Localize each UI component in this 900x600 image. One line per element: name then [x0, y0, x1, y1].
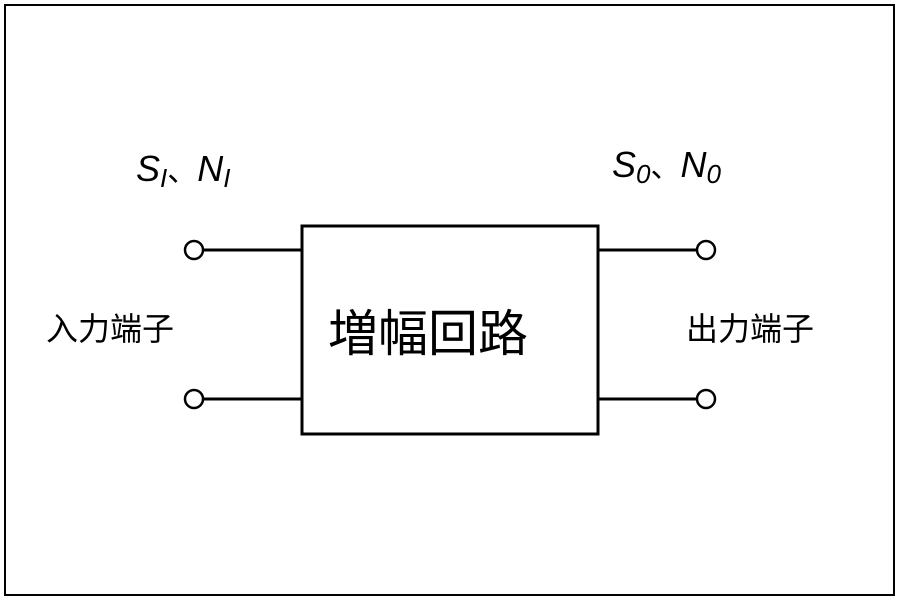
input-signal-subscript: I: [160, 163, 168, 193]
output-noise-subscript: 0: [706, 159, 721, 189]
output-terminal-bottom: [695, 388, 717, 410]
input-separator: 、: [167, 154, 198, 189]
amplifier-box: [300, 224, 600, 436]
output-signal-symbol: S: [612, 144, 637, 185]
output-signal-subscript: 0: [636, 159, 651, 189]
input-terminal-label: 入力端子: [46, 310, 175, 348]
input-terminal-top: [183, 239, 205, 261]
input-signal-symbol: S: [136, 148, 161, 189]
output-terminal-top: [695, 239, 717, 261]
output-terminal-label: 出力端子: [686, 310, 815, 348]
outer-frame: [4, 4, 895, 596]
output-separator: 、: [650, 150, 681, 185]
output-noise-symbol: N: [680, 144, 707, 185]
output-signal-noise-label: S0、N0: [612, 142, 721, 189]
input-terminal-bottom: [183, 388, 205, 410]
amplifier-label: 増幅回路: [328, 305, 528, 363]
input-signal-noise-label: SI、NI: [136, 146, 231, 193]
input-noise-subscript: I: [223, 163, 231, 193]
input-noise-symbol: N: [197, 148, 224, 189]
